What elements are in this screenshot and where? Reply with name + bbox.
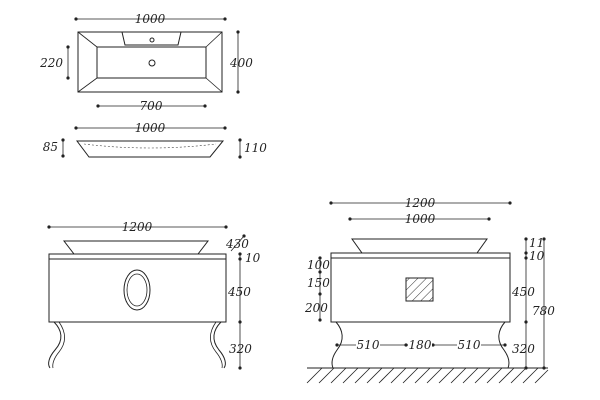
basin-outer-outline: [77, 31, 223, 93]
right-leg: [213, 321, 226, 369]
side-right-leg: [498, 321, 510, 369]
dim-side-left-low: 200: [304, 301, 328, 315]
dim-inner-depth: 220: [39, 56, 63, 70]
basin-top-view: 1000 220 400 700: [39, 12, 253, 113]
dim-cabinet-body-height: 450: [227, 285, 251, 299]
dim-side-right-total: 780: [532, 304, 555, 318]
dim-side-basin-width: 1000: [405, 212, 436, 226]
tap-hole-icon: [149, 37, 155, 43]
basin-front-outline: [76, 140, 225, 158]
dim-top-width: 1000: [135, 12, 166, 26]
dim-basin-width: 1000: [135, 121, 166, 135]
dim-side-seg-right: 510: [458, 338, 481, 352]
dim-side-right-top: 10: [529, 249, 545, 263]
tap-deck: [121, 31, 182, 46]
dim-cabinet-top-height: 10: [245, 251, 261, 265]
basin-front-view: 1000 85 110: [43, 121, 267, 159]
oval-handle: [123, 269, 151, 311]
basin-inner-outline: [96, 46, 207, 79]
drain-hole-icon: [148, 59, 156, 67]
dim-cabinet-width: 1200: [122, 220, 153, 234]
cabinet-top: [48, 253, 227, 260]
cabinet-body: [48, 258, 227, 323]
dim-side-seg-left: 510: [357, 338, 380, 352]
dim-side-right-body: 450: [511, 285, 535, 299]
dim-side-seg-mid: 180: [409, 338, 432, 352]
cabinet-side-view: 1200 1000: [304, 196, 555, 384]
dim-inner-width: 700: [140, 99, 163, 113]
dim-outer-depth: 400: [229, 56, 253, 70]
side-cabinet-top: [330, 252, 511, 259]
side-left-leg: [331, 321, 343, 369]
dim-side-right-basin: 11: [529, 236, 544, 250]
dim-side-left-mid: 150: [307, 276, 330, 290]
dim-side-total-width: 1200: [405, 196, 436, 210]
basin-on-cabinet: [62, 240, 210, 255]
cabinet-front-view: 1200 430 10 450 320: [47, 220, 261, 370]
dim-side-left-top: 100: [307, 258, 330, 272]
dim-side-right-leg: 320: [512, 342, 535, 356]
dim-basin-height-right: 110: [244, 141, 267, 155]
left-leg: [48, 321, 62, 369]
side-cabinet-body: [330, 257, 511, 323]
dim-cabinet-leg-height: 320: [229, 342, 252, 356]
floor-hatch: [306, 367, 549, 384]
dim-basin-height-left: 85: [43, 140, 58, 154]
side-basin: [351, 238, 488, 254]
dim-cabinet-basin-height: 430: [225, 237, 249, 251]
hatched-panel: [405, 277, 434, 302]
